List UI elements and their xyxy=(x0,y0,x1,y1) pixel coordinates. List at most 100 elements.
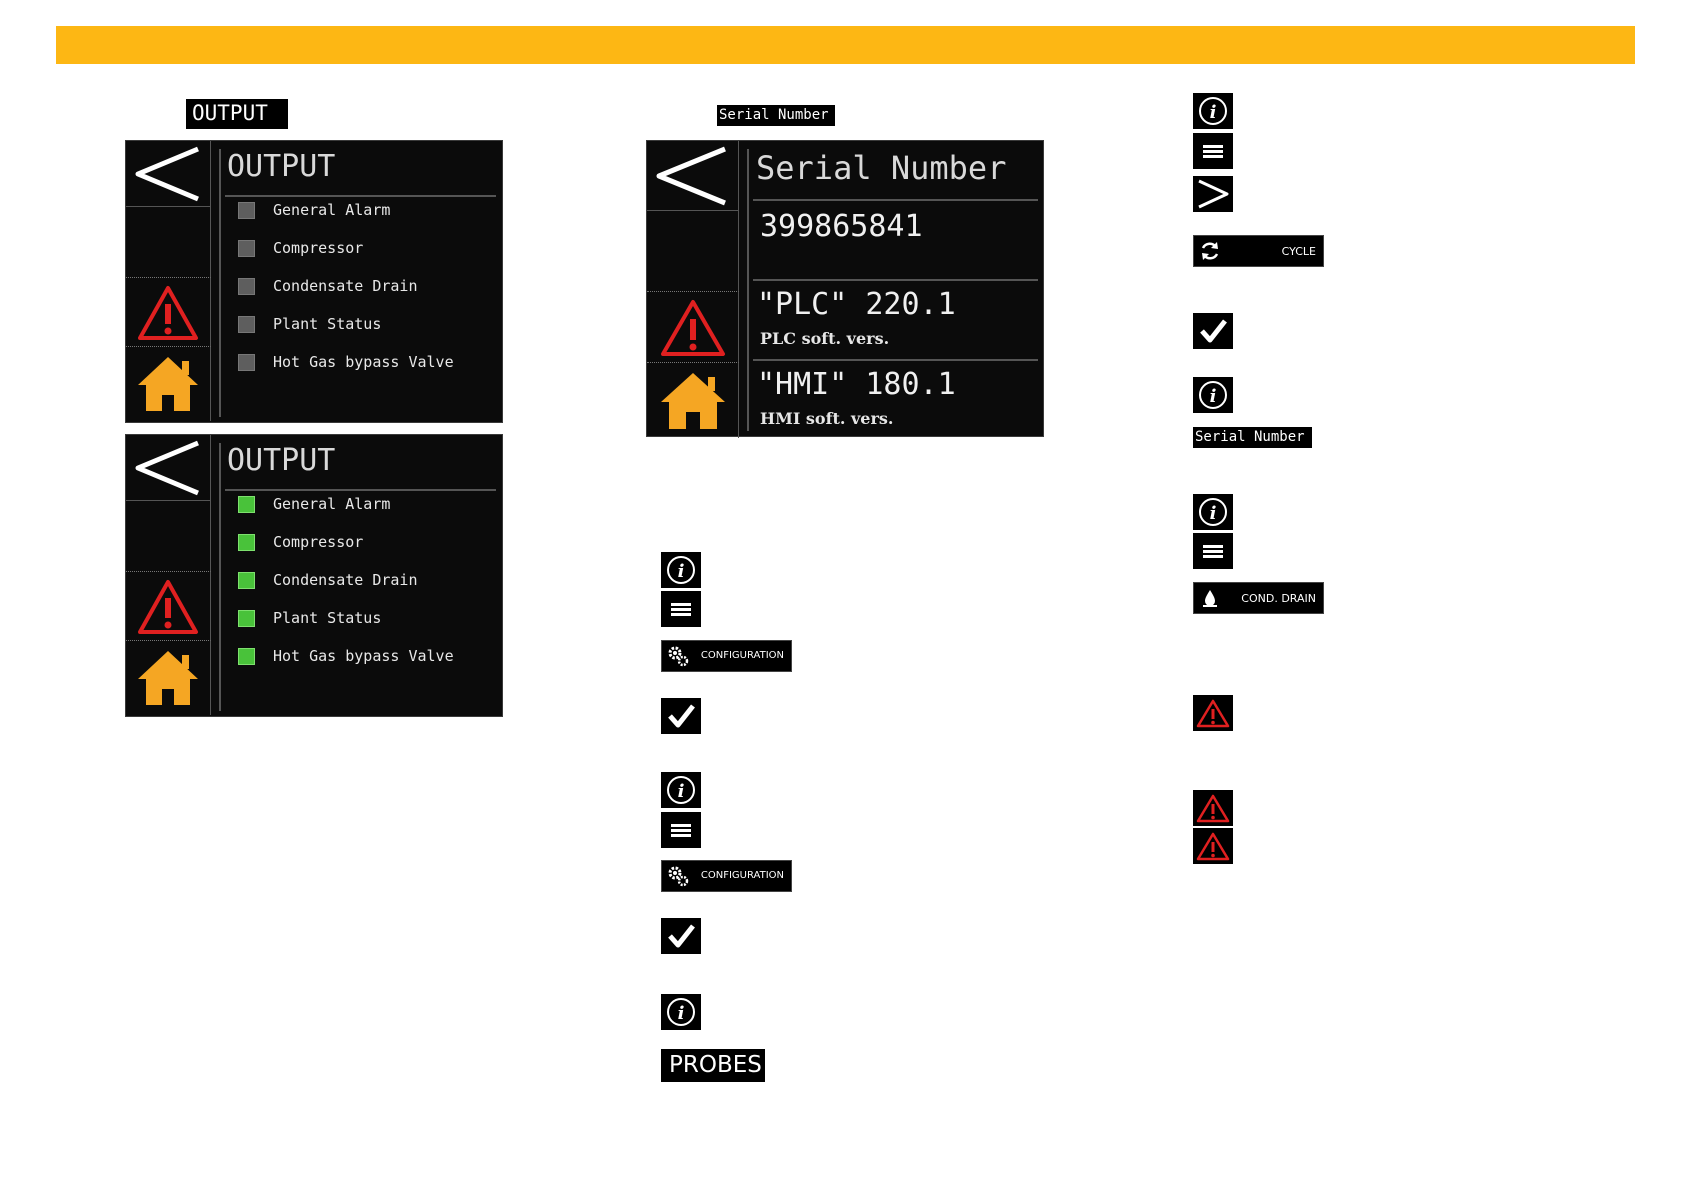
hmi-caption: HMI soft. vers. xyxy=(760,409,894,428)
check-icon xyxy=(668,704,695,728)
divider xyxy=(225,195,496,197)
menu-icon xyxy=(1203,545,1223,558)
alarm-icon xyxy=(1196,699,1230,728)
info-button[interactable]: i xyxy=(661,994,701,1030)
info-icon: i xyxy=(667,776,695,804)
svg-text:i: i xyxy=(1210,102,1217,123)
menu-icon xyxy=(1203,145,1223,158)
divider xyxy=(219,443,221,711)
home-button[interactable] xyxy=(126,347,211,421)
configuration-button[interactable]: CONFIGURATION xyxy=(661,860,792,892)
alarm-button[interactable] xyxy=(1193,790,1233,826)
output-status-indicator xyxy=(238,647,255,665)
divider xyxy=(219,149,221,417)
output-item: Compressor xyxy=(238,238,363,258)
home-icon xyxy=(138,651,198,705)
divider xyxy=(753,359,1038,361)
output-item: General Alarm xyxy=(238,494,390,514)
menu-button[interactable] xyxy=(661,812,701,848)
alarm-icon xyxy=(138,286,198,340)
panel-title: OUTPUT xyxy=(227,149,336,184)
menu-button[interactable] xyxy=(1193,533,1233,569)
serial-number-button[interactable]: Serial Number xyxy=(1193,427,1312,448)
back-arrow-icon xyxy=(656,146,726,206)
output-status-indicator xyxy=(238,315,255,333)
panel-title: Serial Number xyxy=(756,149,1007,187)
alarm-button[interactable] xyxy=(1193,828,1233,864)
output-item: General Alarm xyxy=(238,200,390,220)
alarm-icon xyxy=(138,580,198,634)
menu-icon xyxy=(671,603,691,616)
output-item: Plant Status xyxy=(238,314,381,334)
output-status-indicator xyxy=(238,201,255,219)
header-accent-bar xyxy=(56,26,1635,64)
alarm-button[interactable] xyxy=(1193,695,1233,731)
cond-drain-label: COND. DRAIN xyxy=(1241,592,1316,605)
svg-text:i: i xyxy=(1210,503,1217,524)
side-spacer xyxy=(126,501,211,571)
info-icon: i xyxy=(667,556,695,584)
plc-version: "PLC" 220.1 xyxy=(757,287,956,322)
cycle-label: CYCLE xyxy=(1281,245,1316,258)
probes-button[interactable]: PROBES xyxy=(661,1049,765,1082)
panel-title: OUTPUT xyxy=(227,443,336,478)
alarm-icon xyxy=(1196,832,1230,861)
info-button[interactable]: i xyxy=(1193,377,1233,413)
info-button[interactable]: i xyxy=(661,772,701,808)
info-icon: i xyxy=(1199,381,1227,409)
home-button[interactable] xyxy=(126,641,211,715)
info-button[interactable]: i xyxy=(1193,494,1233,530)
back-button[interactable] xyxy=(647,141,739,211)
side-spacer xyxy=(126,207,211,277)
cycle-button[interactable]: CYCLE xyxy=(1193,235,1324,267)
output-status-indicator xyxy=(238,239,255,257)
svg-text:i: i xyxy=(678,1003,685,1024)
home-icon xyxy=(661,373,725,429)
info-button[interactable]: i xyxy=(1193,93,1233,129)
divider xyxy=(753,279,1038,281)
info-icon: i xyxy=(1199,97,1227,125)
alarm-button[interactable] xyxy=(126,277,211,347)
check-icon xyxy=(1200,319,1227,343)
confirm-button[interactable] xyxy=(1193,313,1233,349)
cond-drain-button[interactable]: COND. DRAIN xyxy=(1193,582,1324,614)
menu-button[interactable] xyxy=(661,591,701,627)
output-item-label: Plant Status xyxy=(273,315,382,333)
back-button[interactable] xyxy=(126,141,211,207)
configuration-button[interactable]: CONFIGURATION xyxy=(661,640,792,672)
home-icon xyxy=(138,357,198,411)
refresh-icon xyxy=(1201,242,1219,260)
divider xyxy=(225,489,496,491)
back-arrow-icon xyxy=(135,146,199,202)
output-item-label: Hot Gas bypass Valve xyxy=(273,353,454,371)
serial-value: 399865841 xyxy=(760,209,923,244)
confirm-button[interactable] xyxy=(661,698,701,734)
output-item: Hot Gas bypass Valve xyxy=(238,352,454,372)
output-item: Condensate Drain xyxy=(238,276,418,296)
check-icon xyxy=(668,924,695,948)
divider xyxy=(753,199,1038,201)
alarm-button[interactable] xyxy=(647,291,739,363)
home-button[interactable] xyxy=(647,363,739,438)
menu-button[interactable] xyxy=(1193,133,1233,169)
info-icon: i xyxy=(667,998,695,1026)
alarm-button[interactable] xyxy=(126,571,211,641)
forward-button[interactable] xyxy=(1193,176,1233,212)
svg-text:i: i xyxy=(678,561,685,582)
gears-icon xyxy=(668,866,689,887)
output-item-label: Condensate Drain xyxy=(273,277,418,295)
output-item: Compressor xyxy=(238,532,363,552)
output-item-label: Hot Gas bypass Valve xyxy=(273,647,454,665)
alarm-icon xyxy=(661,300,725,356)
back-button[interactable] xyxy=(126,435,211,501)
plc-caption: PLC soft. vers. xyxy=(760,329,890,348)
output-item-label: General Alarm xyxy=(273,201,391,219)
info-button[interactable]: i xyxy=(661,552,701,588)
output-status-indicator xyxy=(238,533,255,551)
svg-text:i: i xyxy=(1210,386,1217,407)
output-item-label: Compressor xyxy=(273,239,364,257)
confirm-button[interactable] xyxy=(661,918,701,954)
alarm-icon xyxy=(1196,794,1230,823)
svg-text:i: i xyxy=(678,781,685,802)
